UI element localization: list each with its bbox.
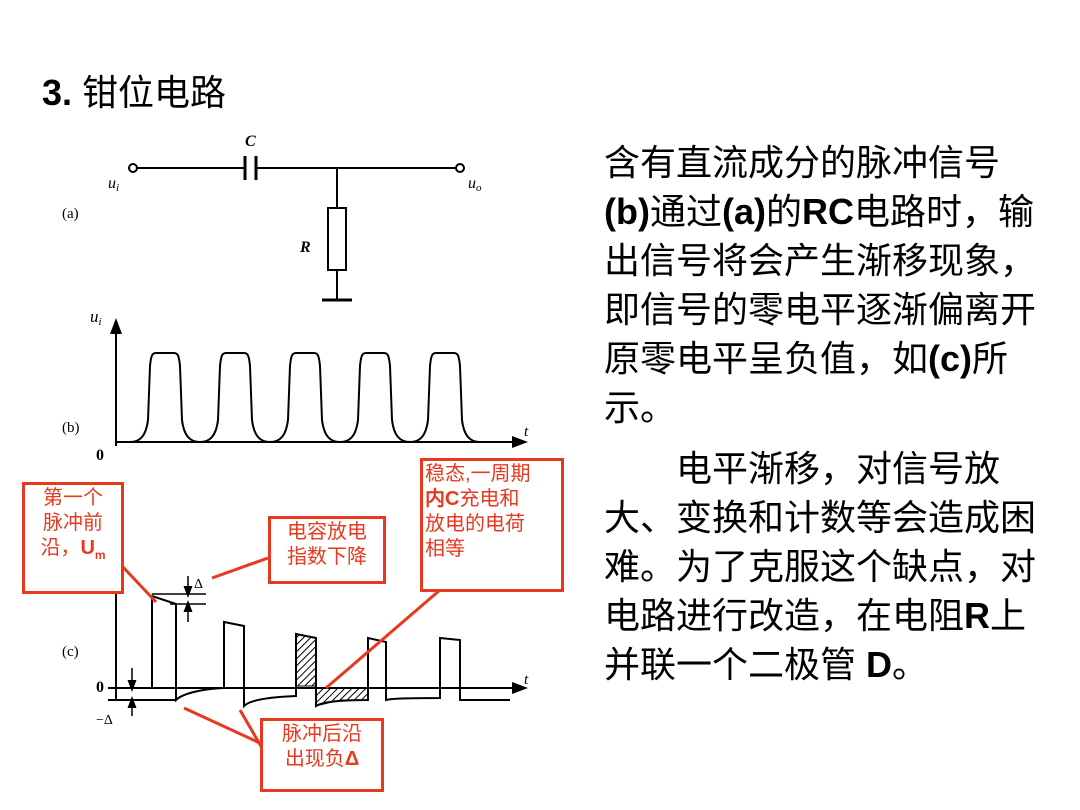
pointer-cap-discharge: [211, 556, 269, 580]
panel-b-y-label: ui: [90, 307, 102, 328]
callout-steady-state-line4: 相等: [425, 538, 465, 560]
callout-trailing-edge-line1: 脉冲后沿: [282, 723, 362, 745]
input-label: ui: [108, 175, 119, 194]
panel-b-x-label: t: [524, 424, 529, 440]
callout-steady-state-line3: 放电的电荷: [425, 513, 525, 535]
callout-pointers: [120, 556, 441, 749]
resistor-body: [327, 207, 347, 271]
callout-cap-discharge-line2: 指数下降: [287, 546, 367, 568]
callout-first-pulse: 第一个 脉冲前 沿，Um: [22, 482, 124, 594]
panel-c-label: (c): [62, 644, 79, 660]
callout-cap-discharge-line1: 电容放电: [287, 521, 367, 543]
callout-trailing-edge: 脉冲后沿 出现负Δ: [260, 718, 384, 792]
paragraph-description: 含有直流成分的脉冲信号(b)通过(a)的RC电路时，输出信号将会产生渐移现象，即…: [604, 142, 1037, 428]
pointer-steady-state: [325, 588, 441, 690]
panel-c-x-label: t: [524, 672, 529, 688]
input-terminal: [128, 163, 138, 173]
callout-steady-state-line1: 稳态,一周期: [425, 463, 531, 485]
callout-steady-state: 稳态,一周期 内C充电和 放电的电荷 相等: [420, 458, 564, 592]
pointer-trailing-a: [183, 706, 263, 746]
resistor-label: R: [299, 239, 311, 256]
callout-first-pulse-line3: 沿，Um: [40, 537, 106, 562]
capacitor-label: C: [245, 133, 256, 150]
delta-top-label: Δ: [194, 577, 203, 592]
panel-b-pulse-train: [116, 352, 500, 444]
discharge-hatch: [315, 687, 369, 707]
paragraph-solution: 电平渐移，对信号放大、变换和计数等会造成困难。为了克服这个缺点，对电路进行改造，…: [604, 448, 1037, 685]
title-number: 3.: [42, 72, 73, 113]
callout-trailing-edge-line2: 出现负Δ: [284, 748, 360, 770]
callout-first-pulse-line2: 脉冲前: [43, 512, 103, 534]
panel-b-origin: 0: [96, 447, 104, 464]
panel-a-circuit: [128, 156, 465, 302]
callout-first-pulse-line1: 第一个: [43, 487, 103, 509]
panel-b-label: (b): [62, 420, 80, 436]
panel-a-label: (a): [62, 206, 79, 222]
callout-cap-discharge: 电容放电 指数下降: [268, 516, 386, 584]
pointer-trailing-b: [238, 709, 264, 749]
neg-delta-label: −Δ: [96, 713, 113, 728]
callout-steady-state-line2: 内C充电和: [425, 488, 520, 510]
charge-hatch: [295, 633, 317, 687]
slide-title: 3. 钳位电路: [42, 64, 226, 116]
title-text: 钳位电路: [82, 72, 227, 113]
output-label: uo: [468, 175, 482, 194]
panel-c-origin: 0: [96, 679, 104, 696]
output-terminal: [455, 163, 465, 173]
pointer-first-pulse: [120, 564, 158, 604]
clamp-circuit-figure: ui uo C R (a) ui t 0 (b) Δ −Δ 0 t (c): [62, 133, 529, 749]
